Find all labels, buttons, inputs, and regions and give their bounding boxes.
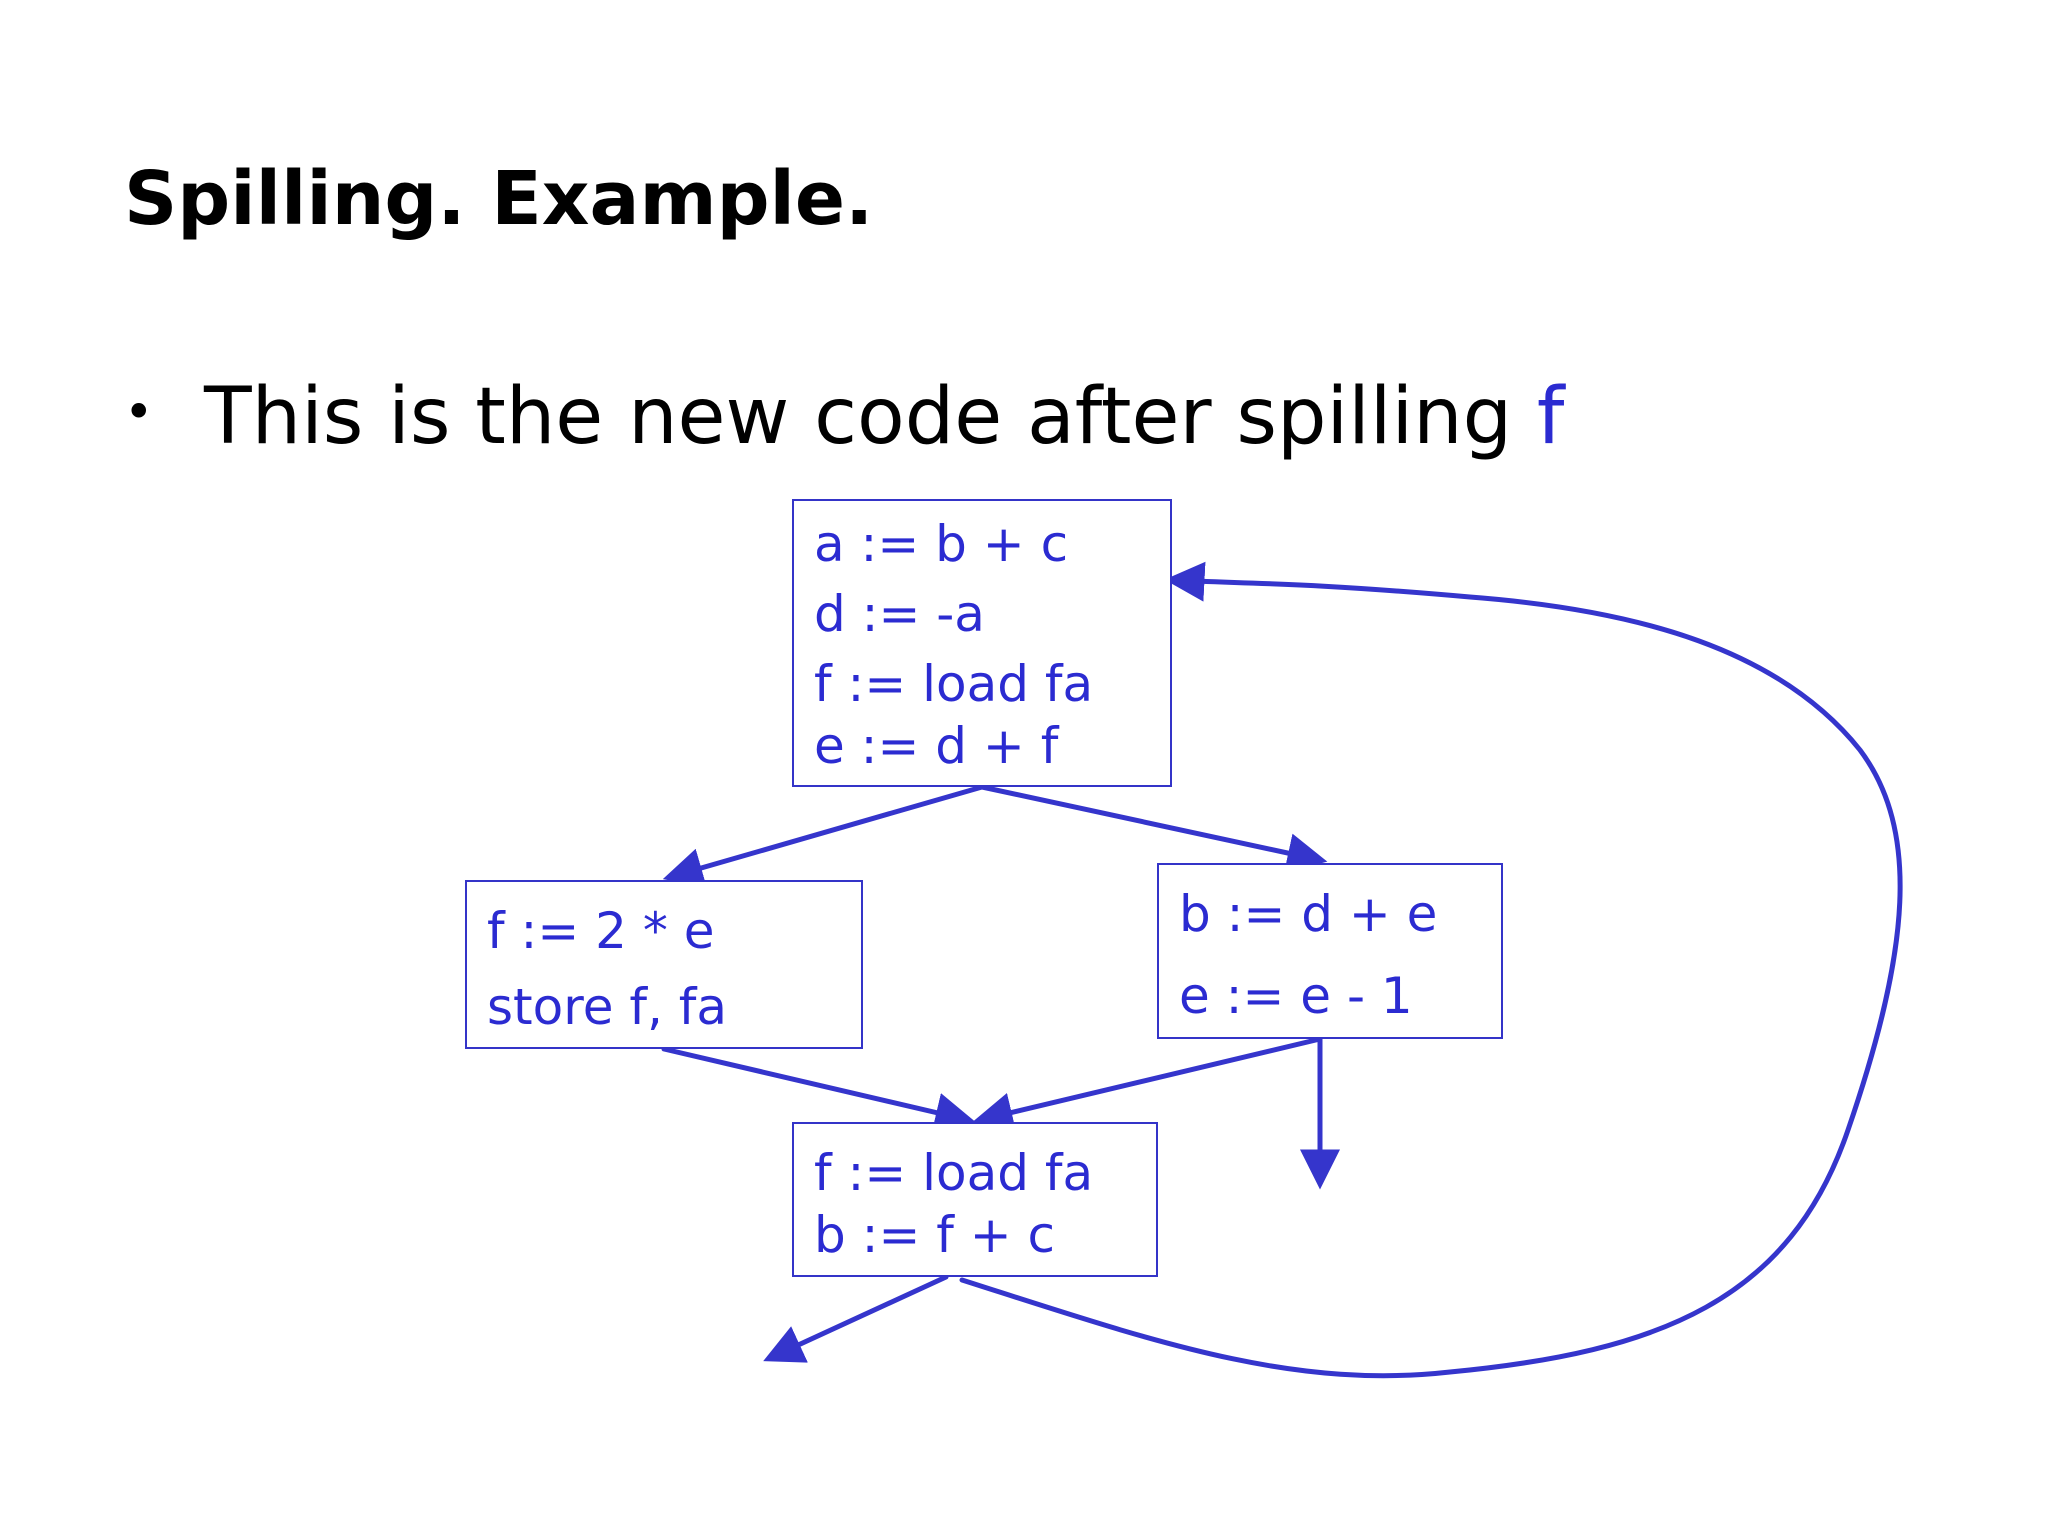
bullet-point: •This is the new code after spilling f [124,378,1564,456]
block-bottom: f := load fa b := f + c [792,1122,1158,1277]
code-line: d := -a [814,585,985,643]
block-left: f := 2 * e store f, fa [465,880,863,1049]
code-line: e := d + f [814,717,1059,775]
code-line: e := e - 1 [1179,967,1413,1025]
code-line: f := load fa [814,655,1094,713]
bullet-text: This is the new code after spilling [204,372,1537,462]
code-line: store f, fa [487,978,727,1036]
code-line: f := load fa [814,1144,1094,1202]
slide-title: Spilling. Example. [124,156,874,242]
bullet-variable: f [1536,372,1565,462]
edge-bottom-exit [763,1274,949,1363]
code-line: f := 2 * e [487,902,715,960]
code-line: b := f + c [814,1206,1056,1264]
edge-left-to-bottom [661,1046,976,1133]
block-right: b := d + e e := e - 1 [1157,863,1503,1039]
edge-top-to-left [662,784,985,888]
edge-top-to-right [979,784,1328,873]
edge-right-to-bottom [972,1036,1323,1132]
edge-bottom-back-to-top [959,561,1903,1379]
block-top: a := b + c d := -a f := load fa e := d +… [792,499,1172,787]
code-line: b := d + e [1179,885,1438,943]
code-line: a := b + c [814,515,1069,573]
bullet-marker: • [124,383,154,441]
